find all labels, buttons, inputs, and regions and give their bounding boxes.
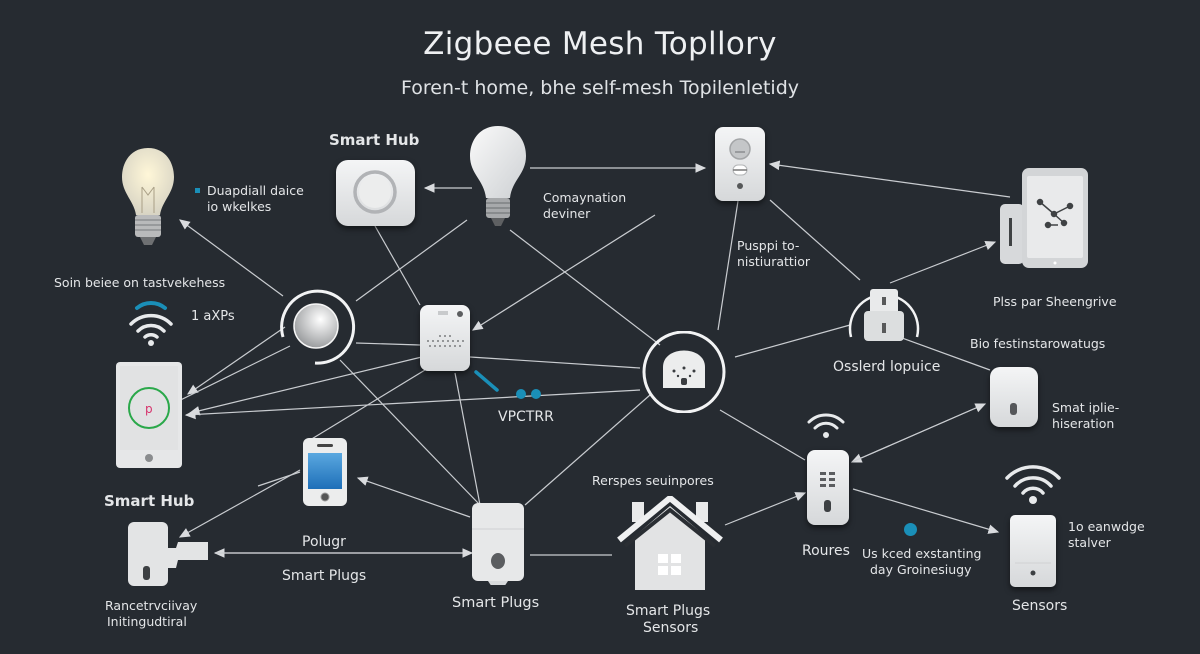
- sensor-bottom-right-node[interactable]: [1010, 515, 1056, 587]
- smart-plug-bottom-node[interactable]: [472, 503, 524, 587]
- lightbulb-node-left[interactable]: [118, 145, 178, 255]
- knob-sensor-node[interactable]: [275, 285, 357, 367]
- hub-icon: [128, 522, 208, 586]
- smart-hub-bottom-label-1: Rancetrvciivay: [105, 598, 198, 613]
- hub-icon: [353, 170, 397, 214]
- status-dot-blue: [904, 523, 917, 536]
- lightbulb-center-label-2: deviner: [543, 206, 591, 221]
- house-label-2: Sensors: [643, 620, 699, 636]
- speaker-node[interactable]: [420, 305, 470, 371]
- lightbulb-left-label-2: io wkelkes: [207, 199, 272, 214]
- smart-plug-bottom-label: Smart Plugs: [452, 595, 540, 611]
- router-note-label-2: day Groinesiugy: [870, 562, 972, 577]
- smart-plugs-link-label: Smart Plugs: [282, 568, 367, 584]
- phone-node-left[interactable]: p: [116, 362, 182, 468]
- wifi-icon: [129, 300, 173, 346]
- smart-hub-bottom-node[interactable]: [128, 520, 210, 588]
- speaker-label: VPCTRR: [498, 409, 554, 425]
- house-icon: [617, 494, 723, 590]
- sensor-bottom-label: Sensors: [1012, 598, 1068, 614]
- smart-plug-top-node[interactable]: [715, 127, 765, 201]
- smart-plug-icon: [729, 138, 751, 189]
- smart-plug-icon: [848, 289, 920, 341]
- router-note-label-1: Us kced exstanting: [862, 546, 982, 561]
- smart-plug-icon: [472, 503, 524, 587]
- lightbulb-icon: [470, 126, 526, 226]
- phone-center-label: Polugr: [302, 534, 346, 550]
- smart-hub-top-label: Smart Hub: [329, 131, 420, 149]
- outlet-node[interactable]: [641, 330, 727, 414]
- knob-sensor-icon: [280, 289, 356, 365]
- wifi-icon: [1005, 465, 1061, 504]
- smart-plug-circle-top-label: Bio festinstarowatugs: [970, 336, 1106, 351]
- smart-plug-top-label-1: Pusppi to-: [737, 238, 800, 253]
- sensor-bottom-side-label-2: stalver: [1068, 535, 1111, 550]
- sensor-icon: [1015, 562, 1051, 576]
- smart-hub-bottom-label: Smart Hub: [104, 492, 195, 510]
- house-node[interactable]: [615, 494, 725, 592]
- router-label: Roures: [802, 543, 850, 559]
- sensor-right-label-2: hiseration: [1052, 416, 1115, 431]
- svg-text:p: p: [145, 402, 153, 416]
- wifi-left-side-label: 1 aXPs: [191, 309, 235, 324]
- house-top-label: Rerspes seuinpores: [592, 473, 714, 488]
- sensor-bottom-side-label-1: 1o eanwdge: [1068, 519, 1145, 534]
- sensor-right-node[interactable]: [990, 367, 1038, 427]
- router-node[interactable]: [807, 450, 849, 525]
- tablet-label: Plss par Sheengrive: [993, 294, 1117, 309]
- lightbulb-center-label-1: Comaynation: [543, 190, 627, 205]
- wifi-node-left[interactable]: [126, 294, 176, 346]
- smart-plug-circle-node[interactable]: [846, 275, 922, 341]
- tablet-node[interactable]: [1000, 168, 1090, 270]
- diagram-subtitle: Foren-t home, bhe self-mesh Topilenletid…: [400, 77, 800, 99]
- lightbulb-left-label-1: Duapdiall daice: [207, 183, 304, 198]
- lightbulb-icon: [122, 148, 174, 245]
- sensor-icon: [1010, 403, 1017, 415]
- smart-plug-top-label-2: nistiurattior: [737, 254, 811, 269]
- wifi-icon: [807, 413, 845, 438]
- signal-indicator: [474, 370, 541, 399]
- smart-hub-bottom-label-2: Initingudtiral: [107, 614, 187, 629]
- status-dot-blue: [195, 188, 200, 193]
- house-label-1: Smart Plugs: [626, 603, 711, 619]
- smart-plug-circle-label: Osslerd lopuice: [833, 359, 941, 375]
- speaker-icon: [427, 311, 464, 347]
- outlet-icon: [642, 330, 726, 414]
- phone-icon: [303, 438, 347, 506]
- phone-node-center[interactable]: [303, 438, 347, 506]
- wifi-left-label: Soin beiee on tastvekehess: [54, 275, 226, 290]
- lightbulb-node-center[interactable]: [466, 124, 530, 230]
- sensor-right-label-1: Smat iplie-: [1052, 400, 1120, 415]
- tablet-icon: [1000, 168, 1088, 268]
- router-icon: [820, 472, 835, 512]
- phone-icon: p: [116, 362, 182, 468]
- smart-hub-top-node[interactable]: [336, 160, 415, 226]
- diagram-title: Zigbeee Mesh Topllory: [423, 26, 777, 62]
